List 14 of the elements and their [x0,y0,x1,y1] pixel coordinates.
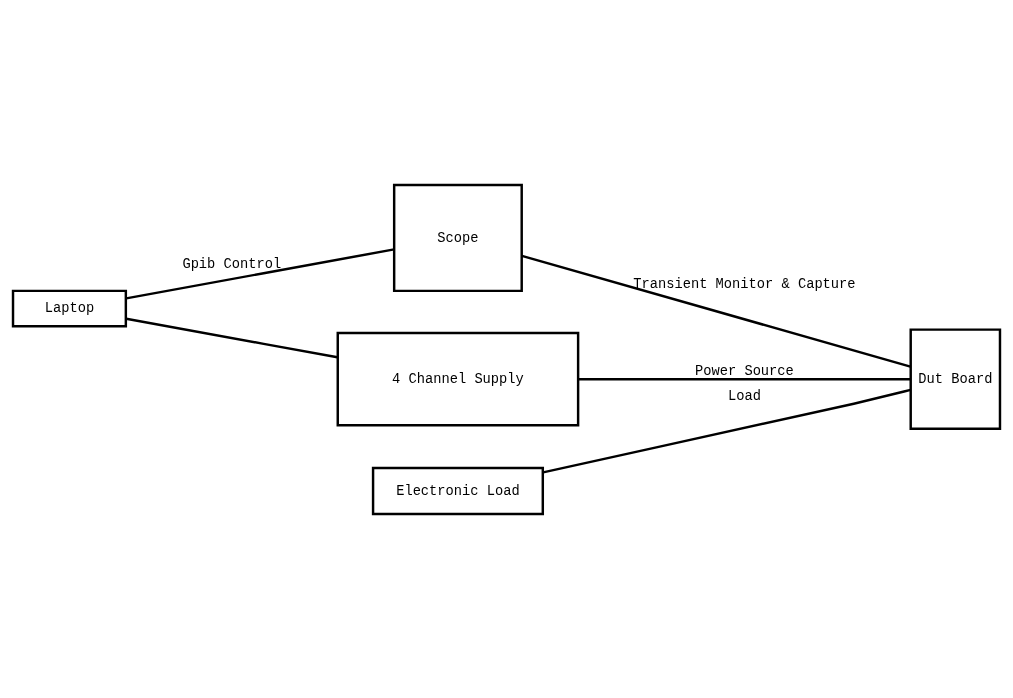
connector [521,254,911,368]
edge-label: Gpib Control [182,256,282,272]
node-box: Dut Board [909,327,1002,430]
node-box: Scope [392,183,523,292]
node-box: 4 Channel Supply [336,331,580,426]
edge-label: Transient Monitor & Capture [633,276,856,292]
connector [126,247,395,300]
connector [126,317,338,359]
edge-label: Load [727,388,761,404]
node-box: Electronic Load [371,466,545,515]
connector [542,388,911,474]
edge-label: Power Source [695,363,794,379]
node-box: Laptop [11,289,128,327]
connector [578,377,911,380]
